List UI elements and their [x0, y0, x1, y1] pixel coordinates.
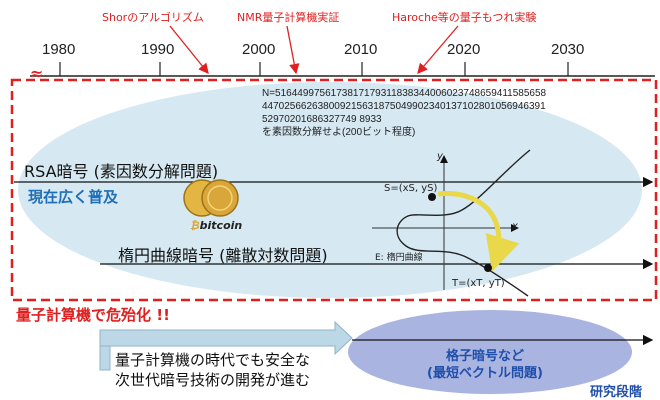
bitcoin-label: bitcoin [199, 219, 243, 232]
elliptic-curve [396, 149, 531, 297]
quantum-threat-label: 量子計算機で危殆化 !! [16, 306, 170, 324]
year-label: 2020 [447, 41, 481, 58]
year-label: 2000 [242, 41, 276, 58]
event-arrow-shor [169, 25, 209, 75]
year-label: 2010 [344, 41, 378, 58]
quantum-threat-box [10, 78, 658, 302]
future-line: 次世代暗号技術の開発が進む [115, 371, 311, 389]
point-t [484, 264, 492, 272]
bitcoin-coins-icon [183, 179, 239, 217]
ecc-label: 楕円曲線暗号 (離散対数問題) [118, 246, 328, 265]
pq-title: 格子暗号など [445, 349, 524, 364]
curve-operation-arrow [437, 191, 520, 272]
rsa-modulus-line: 52970201686327749 8933 [262, 114, 382, 125]
bitcoin-logo-text: ₿bitcoin [190, 219, 243, 232]
future-line: 量子計算機の時代でも安全な [115, 351, 311, 369]
rsa-factor-note: を素因数分解せよ(200ビット程度) [262, 127, 416, 138]
future-arrow [99, 320, 353, 356]
year-label: 1980 [42, 41, 76, 58]
point-t-label: T=(xT, yT) [452, 278, 505, 289]
rsa-modulus-line: 4470256626380092156318750499023401371028… [262, 101, 546, 112]
future-bracket [99, 330, 111, 371]
rsa-label: RSA暗号 (素因数分解問題) [24, 162, 219, 181]
event-arrow-haroche [417, 25, 459, 74]
research-stage-label: 研究段階 [590, 385, 643, 400]
curve-name-label: E: 楕円曲線 [375, 253, 423, 263]
pq-subtitle: (最短ベクトル問題) [427, 366, 543, 381]
research-ellipse [348, 310, 632, 394]
event-nmr: NMR量子計算機実証 [237, 11, 340, 24]
curve-axis-y-label: y [437, 151, 443, 162]
curve-axis-x-label: x [512, 221, 518, 232]
event-arrow-nmr [286, 25, 300, 75]
timeline-break-mark: ≈ [30, 64, 44, 83]
point-s-label: S=(xS, yS) [384, 183, 438, 194]
event-haroche: Haroche等の量子もつれ実験 [392, 11, 537, 24]
year-label: 2030 [551, 41, 585, 58]
event-shor: Shorのアルゴリズム [102, 11, 204, 24]
elliptic-curve-diagram [372, 149, 531, 297]
widespread-label: 現在広く普及 [28, 188, 119, 206]
year-label: 1990 [141, 41, 175, 58]
point-s [428, 193, 436, 201]
rsa-modulus-line: N=51644997561738171793118383440060237486… [262, 88, 547, 99]
